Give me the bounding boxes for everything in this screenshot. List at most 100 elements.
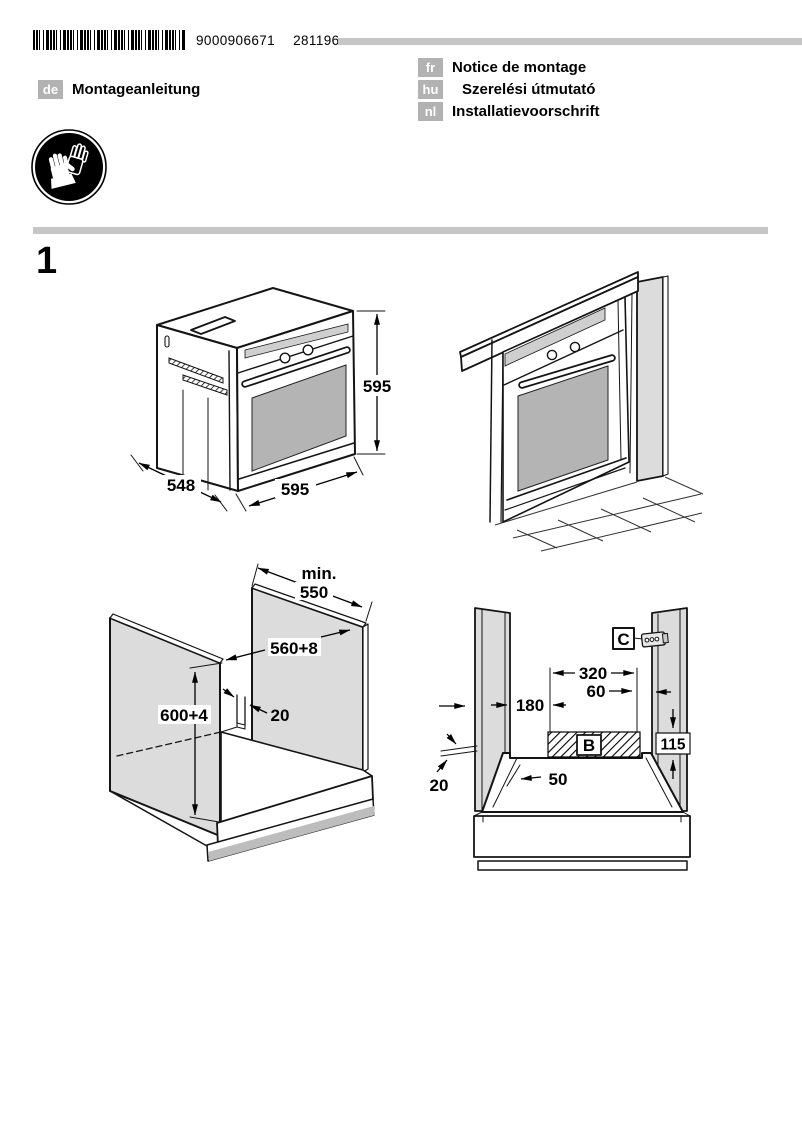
language-badge-hu: hu <box>418 79 443 99</box>
language-title-de: Montageanleitung <box>72 80 201 98</box>
side-frame-line <box>228 350 231 491</box>
floor-edge-line <box>492 757 518 808</box>
dim-20-label: 20 <box>430 776 449 795</box>
oven-knob <box>279 352 291 364</box>
terminal-block-icon <box>640 631 669 648</box>
wear-gloves-icon <box>31 129 107 205</box>
oven-base-line <box>504 467 626 511</box>
oven-top-vent <box>190 316 236 335</box>
figure-niche-dimensions: min. 550 560+8 600+4 20 <box>109 563 375 862</box>
language-badge-de: de <box>38 79 63 99</box>
barcode <box>33 30 185 50</box>
door-window <box>251 364 347 472</box>
language-badge-nl: nl <box>418 101 443 121</box>
floor-tiles <box>494 476 704 552</box>
language-title-hu: Szerelési útmutató <box>462 80 596 98</box>
extension-line <box>189 662 223 669</box>
extension-line <box>251 563 259 587</box>
floor-back-corner <box>220 726 238 733</box>
rear-offset-arrow <box>222 688 235 698</box>
floor-edge-line <box>645 757 673 808</box>
dim-50-label: 50 <box>549 770 568 789</box>
rear-offset-leader <box>249 704 268 714</box>
plinth-left-edge <box>109 790 208 847</box>
language-title-nl: Installatievoorschrift <box>452 102 600 120</box>
extension-line <box>353 456 364 476</box>
dim-20-arrow-top <box>446 733 457 745</box>
rear-rail-foot <box>236 722 246 730</box>
zone-b-box <box>576 734 602 756</box>
plinth-base-strip <box>477 860 688 871</box>
oven-knob <box>546 349 558 361</box>
zone-b-label: B <box>583 736 595 755</box>
countertop-front-edge <box>460 276 639 372</box>
label-backing <box>275 479 316 498</box>
language-row-hu: hu Szerelési útmutató <box>418 78 600 100</box>
oven-right-frame <box>617 300 622 461</box>
side-rail-lower <box>182 374 228 396</box>
oven-knob <box>302 344 314 356</box>
cabinet-left-edge <box>489 339 493 523</box>
label-backing <box>359 375 396 396</box>
language-row-de: de Montageanleitung <box>38 78 200 100</box>
dim-50-arrow <box>520 774 542 781</box>
side-rail-upper <box>168 357 224 384</box>
language-list-right: fr Notice de montage hu Szerelési útmuta… <box>418 56 600 122</box>
door-bottom-edge <box>506 457 627 501</box>
dim-60-label: 60 <box>587 682 606 701</box>
step-number: 1 <box>36 240 58 282</box>
language-badge-fr: fr <box>418 57 443 77</box>
plinth <box>473 815 691 858</box>
control-panel-strip <box>244 323 349 359</box>
side-slot <box>164 335 170 348</box>
filler-gap-line <box>629 293 633 474</box>
dim-115-label: 115 <box>660 737 685 754</box>
label-backing <box>158 705 211 724</box>
language-title-fr: Notice de montage <box>452 58 587 76</box>
plinth-corner <box>473 811 483 817</box>
figure-oven-dimensions: 595 548 595 <box>130 287 396 512</box>
figure-oven-installed <box>459 271 704 552</box>
extension-line <box>365 601 373 622</box>
label-backing <box>268 638 321 656</box>
niche-width-label: 560+8 <box>270 639 318 658</box>
connection-c-label: C <box>617 630 629 649</box>
extension-line <box>189 816 220 823</box>
section-rule <box>33 227 768 234</box>
rear-wall-edge <box>440 750 478 757</box>
niche-depth-label: 550 <box>300 583 328 602</box>
plinth-shadow-strip <box>208 806 375 861</box>
header-rule-right <box>338 38 802 45</box>
oven-height-label: 595 <box>363 377 391 396</box>
language-row-fr: fr Notice de montage <box>418 56 600 78</box>
barcode-number: 9000906671 <box>196 33 276 48</box>
wall-side-edge <box>662 275 669 477</box>
door-handle-highlight <box>243 348 349 386</box>
dim-320-label: 320 <box>579 664 607 683</box>
rear-wall-edge <box>440 745 478 752</box>
document-numbers: 9000906671 281196 <box>196 33 358 48</box>
extension-line <box>235 493 247 512</box>
dimension-arrow-width-right <box>320 629 351 638</box>
door-window <box>517 365 609 492</box>
dim-20-arrow-bottom <box>436 759 448 773</box>
wall-face <box>636 276 664 482</box>
oven-depth-label: 548 <box>167 476 195 495</box>
figure-rear-clearances: B 320 60 180 115 50 20 C <box>430 607 691 871</box>
control-panel-bottom <box>237 335 354 374</box>
right-panel-outer-edge <box>362 623 369 773</box>
language-row-nl: nl Installatievoorschrift <box>418 100 600 122</box>
right-side-panel <box>651 607 688 812</box>
label-backing <box>161 475 201 494</box>
plinth-corner <box>682 811 691 817</box>
rear-offset-label: 20 <box>271 706 290 725</box>
tick-line <box>506 764 521 787</box>
hidden-floor-line <box>116 731 222 757</box>
door-handle-highlight <box>520 356 614 387</box>
doc-number: 281196 <box>293 33 340 48</box>
left-panel-top-edge <box>109 613 224 664</box>
niche-height-label: 600+4 <box>160 706 208 725</box>
label-backing <box>295 582 333 600</box>
label-backing <box>655 732 691 755</box>
